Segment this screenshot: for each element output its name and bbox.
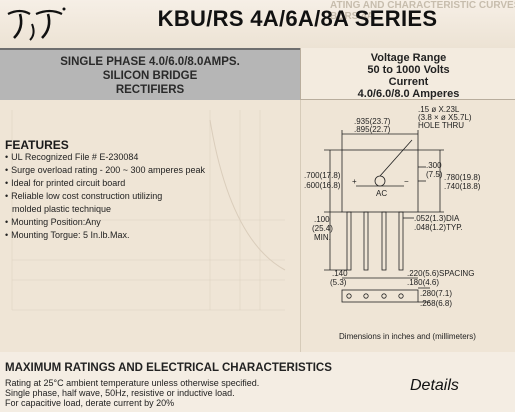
product-type-line: SINGLE PHASE 4.0/6.0/8.0AMPS.	[60, 56, 240, 68]
features-heading: FEATURES	[5, 138, 69, 152]
dim-lead-length: .100	[314, 215, 330, 224]
feature-item: Surge overload rating - 200 ~ 300 ampere…	[5, 165, 205, 175]
voltage-line: 50 to 1000 Volts	[367, 64, 450, 76]
title-divider	[0, 48, 300, 50]
dim-plus: +	[352, 177, 357, 186]
dim-hole-offset2: (7.5)	[426, 170, 443, 179]
ratings-heading: MAXIMUM RATINGS AND ELECTRICAL CHARACTER…	[5, 362, 332, 374]
dim-spacing2: .180(4.6)	[407, 278, 439, 287]
dim-bottom-left: .140	[332, 269, 348, 278]
brand-logo-icon	[7, 7, 66, 41]
dim-body-height2: .600(16.8)	[304, 181, 341, 190]
dim-ac: AC	[376, 189, 387, 198]
dim-hole: HOLE THRU	[418, 121, 464, 130]
dim-spacing: .220(5.6)SPACING	[407, 269, 474, 278]
dim-hole: .15 ø X.23L	[418, 105, 460, 114]
dim-bottom-left2: (5.3)	[330, 278, 347, 287]
dim-hole-offset: .300	[426, 161, 442, 170]
feature-item: Reliable low cost construction utilizing	[5, 191, 162, 201]
dim-end: .280(7.1)	[420, 289, 452, 298]
product-type-line: RECTIFIERS	[115, 84, 185, 96]
voltage-range-box: Voltage Range 50 to 1000 Volts Current 4…	[300, 48, 515, 100]
product-type-line: SILICON BRIDGE	[102, 70, 198, 82]
header-band	[0, 0, 515, 50]
ratings-note: For capacitive load, derate current by 2…	[5, 398, 175, 408]
package-dimension-diagram: .935(23.7) .895(22.7) .15 ø X.23L (3.8 ×…	[304, 105, 481, 308]
feature-item: Ideal for printed circuit board	[5, 178, 125, 188]
dim-right-height: .780(19.8)	[444, 173, 481, 182]
product-type-box: SINGLE PHASE 4.0/6.0/8.0AMPS. SILICON BR…	[0, 50, 300, 100]
dim-lead-dia: .052(1.3)DIA	[414, 214, 460, 223]
ghost-curve-grid	[11, 110, 286, 311]
ratings-section	[0, 352, 515, 412]
dim-minus: −	[404, 177, 409, 186]
feature-item: Mounting Torgue: 5 In.lb.Max.	[5, 230, 129, 240]
ratings-note: Rating at 25°C ambient temperature unles…	[5, 378, 260, 388]
dim-lead-length2: (25.4)	[312, 224, 333, 233]
page-title: KBU/RS 4A/6A/8A SERIES	[157, 6, 438, 31]
dim-body-height: .700(17.8)	[304, 171, 341, 180]
voltage-line: 4.0/6.0/8.0 Amperes	[357, 88, 460, 100]
ratings-note: Single phase, half wave, 50Hz, resistive…	[5, 388, 235, 398]
feature-item: Mounting Position:Any	[5, 217, 101, 227]
section-divider	[300, 100, 301, 354]
dim-right-height2: .740(18.8)	[444, 182, 481, 191]
voltage-line: Current	[388, 76, 429, 88]
dimension-caption: Dimensions in inches and (millimeters)	[339, 332, 476, 341]
feature-item: UL Recognized File # E-230084	[5, 152, 138, 162]
feature-item: molded plastic technique	[12, 204, 112, 214]
ghost-background-text: ATING AND CHARACTERISTIC CURVES BURS 4A	[330, 0, 515, 22]
dim-lead-dia2: .048(1.2)TYP.	[414, 223, 463, 232]
dim-lead-length3: MIN.	[314, 233, 331, 242]
details-link[interactable]: Details	[410, 377, 459, 394]
dim-hole: (3.8 × ø X5.7L)	[418, 113, 472, 122]
dim-top-width2: .895(22.7)	[354, 125, 391, 134]
dim-top-width: .935(23.7)	[354, 117, 391, 126]
dim-end2: .268(6.8)	[420, 299, 452, 308]
voltage-line: Voltage Range	[370, 52, 447, 64]
